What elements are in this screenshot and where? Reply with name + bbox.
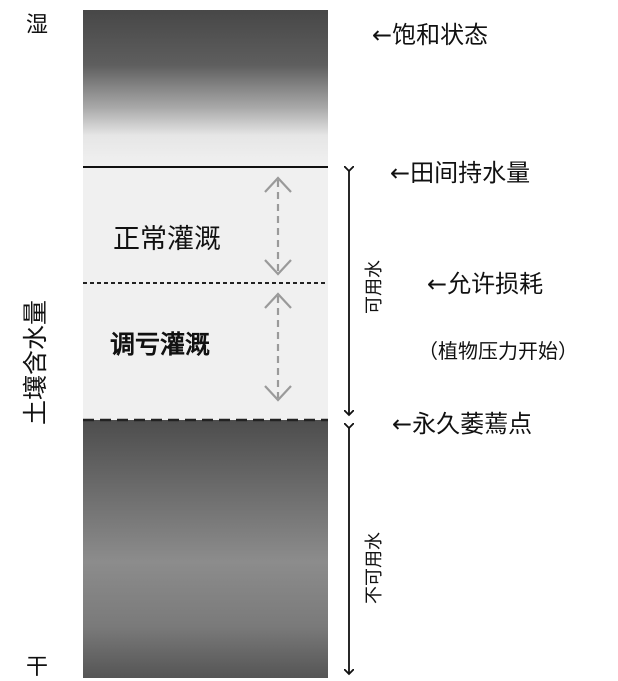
deficit-irrigation-label: 调亏灌溉 — [110, 330, 210, 359]
deficit-irrigation-arrow — [264, 292, 292, 402]
column-top-gradient — [83, 10, 328, 167]
saturation-label: ←饱和状态 — [372, 21, 488, 49]
normal-irrigation-label: 正常灌溉 — [113, 224, 221, 255]
available-water-label: 可用水 — [364, 260, 385, 314]
wet-label: 湿 — [26, 13, 48, 38]
unavailable-water-label: 不可用水 — [364, 532, 385, 604]
wilting-point-label: ←永久萎蔫点 — [392, 410, 532, 438]
dry-label: 干 — [26, 655, 48, 680]
column-middle-band — [83, 167, 328, 420]
field-capacity-label: ←田间持水量 — [390, 159, 530, 187]
column-bottom-gradient — [83, 420, 328, 678]
normal-irrigation-arrow — [264, 176, 292, 276]
axis-title: 土壤含水量 — [21, 300, 50, 425]
stress-onset-label: （植物压力开始） — [418, 339, 578, 363]
allowable-depletion-label: ←允许损耗 — [427, 270, 543, 298]
